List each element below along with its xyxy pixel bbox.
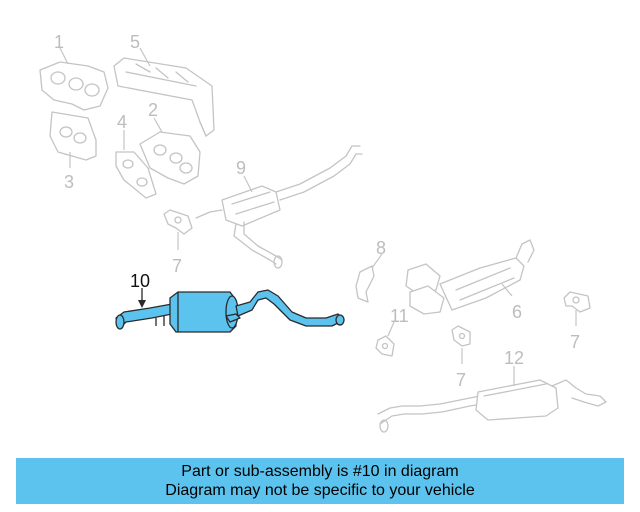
part-6-catalytic-converter[interactable] <box>405 239 535 315</box>
exhaust-parts-diagram: 1 5 3 4 2 7 <box>39 32 607 433</box>
callout-8: 8 <box>376 238 386 258</box>
banner-line-2: Diagram may not be specific to your vehi… <box>165 482 475 499</box>
part-2-exhaust-manifold[interactable] <box>139 131 201 185</box>
part-7-hanger-middle[interactable] <box>451 325 471 347</box>
callout-6: 6 <box>512 302 522 322</box>
part-11-hanger[interactable] <box>375 335 395 357</box>
callout-2: 2 <box>148 100 158 120</box>
banner-line-1: Part or sub-assembly is #10 in diagram <box>181 463 459 480</box>
callout-9: 9 <box>236 158 246 178</box>
part-4-gasket[interactable] <box>115 151 157 199</box>
callout-11: 11 <box>390 306 409 326</box>
callout-10: 10 <box>130 271 150 291</box>
info-banner: Part or sub-assembly is #10 in diagram D… <box>16 458 624 504</box>
callout-3: 3 <box>64 172 74 192</box>
callout-1: 1 <box>54 32 64 52</box>
part-8-bracket[interactable] <box>355 265 375 303</box>
part-7-hanger-right[interactable] <box>563 291 591 313</box>
callout-12: 12 <box>504 348 524 368</box>
callout-7-left: 7 <box>172 256 182 276</box>
callout-7-middle: 7 <box>456 370 466 390</box>
part-7-hanger-left[interactable] <box>163 209 193 235</box>
part-12-muffler-assembly[interactable] <box>377 379 607 433</box>
part-1-exhaust-manifold[interactable] <box>39 61 109 111</box>
callout-4: 4 <box>117 112 127 132</box>
callout-5: 5 <box>130 32 140 52</box>
callout-10-arrowhead <box>138 300 146 308</box>
callout-7-right: 7 <box>570 332 580 352</box>
part-10-muffler-assembly-highlighted[interactable] <box>115 289 345 333</box>
part-3-gasket[interactable] <box>49 111 97 161</box>
part-5-heat-shield[interactable] <box>113 57 215 137</box>
part-9-front-pipe-converter[interactable] <box>195 145 363 269</box>
